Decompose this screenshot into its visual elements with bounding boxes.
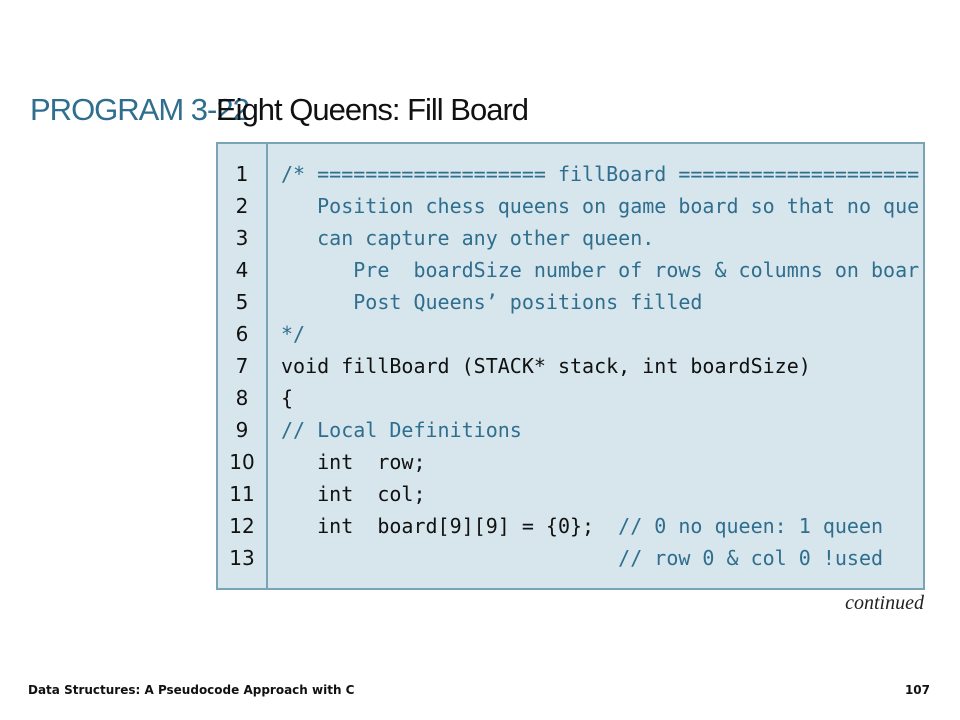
code-comment: can capture any other queen.	[281, 226, 655, 250]
code-line: can capture any other queen.	[281, 222, 919, 254]
line-number: 6	[235, 322, 249, 346]
code-comment: // Local Definitions	[281, 418, 522, 442]
code-comment: /* =================== fillBoard =======…	[281, 162, 919, 186]
code-line: {	[281, 382, 919, 414]
line-number: 7	[235, 354, 249, 378]
footer-book-title: Data Structures: A Pseudocode Approach w…	[28, 683, 355, 697]
program-label: PROGRAM 3-22	[30, 92, 250, 127]
code-line: int board[9][9] = {0}; // 0 no queen: 1 …	[281, 510, 919, 542]
code-comment: Post Queens’ positions filled	[281, 290, 703, 314]
line-number: 5	[235, 290, 249, 314]
code-body: /* =================== fillBoard =======…	[281, 158, 919, 574]
program-title: Eight Queens: Fill Board	[216, 92, 529, 127]
code-statement: int board[9][9] = {0};	[281, 514, 607, 538]
line-number: 9	[235, 418, 249, 442]
line-number: 8	[235, 386, 249, 410]
code-comment: // row 0 & col 0 !used	[281, 546, 884, 570]
continued-label: continued	[845, 592, 924, 614]
line-number: 1	[235, 162, 249, 186]
line-number: 10	[229, 450, 255, 474]
code-line: void fillBoard (STACK* stack, int boardS…	[281, 350, 919, 382]
code-statement: void fillBoard (STACK* stack, int boardS…	[281, 354, 811, 378]
gutter-divider	[266, 144, 268, 588]
code-statement: int col;	[281, 482, 426, 506]
code-line: int row;	[281, 446, 919, 478]
code-comment: */	[281, 322, 306, 346]
code-line: /* =================== fillBoard =======…	[281, 158, 919, 190]
code-line: Position chess queens on game board so t…	[281, 190, 919, 222]
code-line: */	[281, 318, 919, 350]
line-number: 13	[229, 546, 255, 570]
code-comment: Position chess queens on game board so t…	[281, 194, 919, 218]
code-line: int col;	[281, 478, 919, 510]
line-number: 2	[235, 194, 249, 218]
code-statement: int row;	[281, 450, 426, 474]
code-line: // Local Definitions	[281, 414, 919, 446]
line-number: 4	[235, 258, 249, 282]
line-number: 12	[229, 514, 255, 538]
code-statement: {	[281, 386, 294, 410]
line-number: 11	[229, 482, 255, 506]
code-comment: Pre boardSize number of rows & columns o…	[281, 258, 919, 282]
code-line: Post Queens’ positions filled	[281, 286, 919, 318]
footer-page-number: 107	[904, 683, 930, 697]
line-number: 3	[235, 226, 249, 250]
code-line: // row 0 & col 0 !used	[281, 542, 919, 574]
code-comment: // 0 no queen: 1 queen	[606, 514, 884, 538]
code-line: Pre boardSize number of rows & columns o…	[281, 254, 919, 286]
